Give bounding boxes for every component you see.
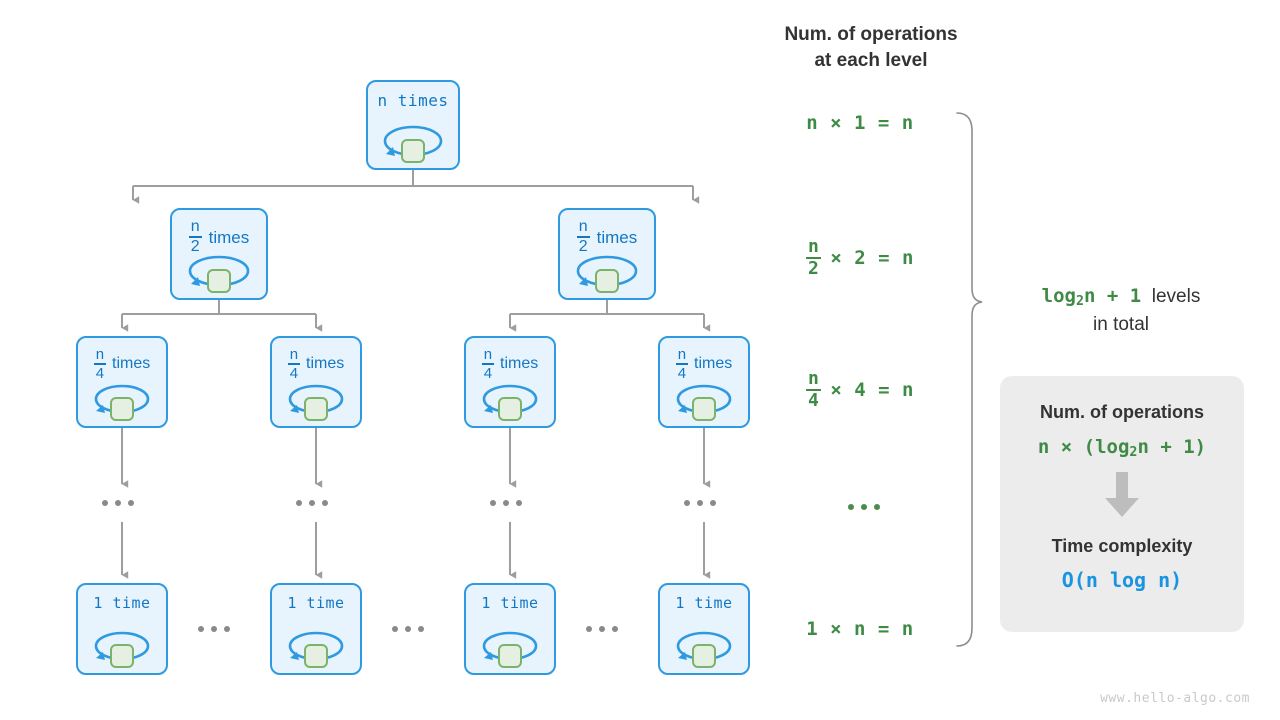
node-label: n 4 times [675, 346, 733, 382]
operations-level-1: n × 1 = n [760, 112, 960, 134]
node-label: n 4 times [93, 346, 151, 382]
loop-indicator [560, 250, 654, 296]
total-levels-second-line: in total [1093, 313, 1149, 335]
leaf-ellipsis-3 [586, 626, 618, 632]
node-label: n 2 times [576, 218, 638, 255]
summary-complexity-heading: Time complexity [1051, 536, 1193, 556]
summary-card: Num. of operations n × (log2n + 1) Time … [1000, 376, 1244, 632]
vertical-ellipsis-1 [102, 500, 134, 506]
total-levels-note: log2n + 1 levels in total [1004, 283, 1238, 338]
node-label: 1 time [287, 594, 345, 612]
operations-level-1-text: n × 1 = n [806, 112, 914, 134]
loop-indicator [466, 378, 554, 424]
operations-level-last: 1 × n = n [760, 618, 960, 640]
leaf-ellipsis-1 [198, 626, 230, 632]
loop-indicator [78, 378, 166, 424]
tree-node-level3-2[interactable]: n 4 times [270, 336, 362, 428]
tree-node-level2-left[interactable]: n 2 times [170, 208, 268, 300]
operations-title-line-2: at each level [814, 49, 928, 71]
operations-level-2-rest: × 2 = n [830, 247, 914, 269]
tree-node-root[interactable]: n times [366, 80, 460, 170]
loop-indicator [272, 625, 360, 671]
tree-node-level3-4[interactable]: n 4 times [658, 336, 750, 428]
tree-node-level4-1[interactable]: 1 time [76, 583, 168, 675]
operations-level-3-denominator: 4 [806, 389, 822, 411]
node-label: n 4 times [481, 346, 539, 382]
loop-indicator [272, 378, 360, 424]
total-levels-formula: log2n + 1 [1041, 285, 1142, 309]
loop-indicator [172, 250, 266, 296]
node-label: n 4 times [287, 346, 345, 382]
node-label: n times [377, 91, 449, 110]
operations-level-last-text: 1 × n = n [806, 618, 914, 640]
loop-indicator [660, 625, 748, 671]
tree-node-level3-3[interactable]: n 4 times [464, 336, 556, 428]
tree-node-level4-2[interactable]: 1 time [270, 583, 362, 675]
operations-level-3: n 4 × 4 = n [760, 370, 960, 410]
operations-level-2: n 2 × 2 = n [760, 238, 960, 278]
loop-indicator [660, 378, 748, 424]
node-label: 1 time [93, 594, 151, 612]
watermark: www.hello-algo.com [1100, 691, 1250, 706]
node-label: n 2 times [188, 218, 250, 255]
summary-complexity-result: O(n log n) [1061, 568, 1183, 592]
loop-indicator [466, 625, 554, 671]
loop-indicator [368, 120, 458, 166]
vertical-ellipsis-2 [296, 500, 328, 506]
tree-node-level2-right[interactable]: n 2 times [558, 208, 656, 300]
total-levels-word: levels [1151, 286, 1201, 307]
leaf-ellipsis-2 [392, 626, 424, 632]
operations-ellipsis [848, 504, 880, 510]
tree-node-level4-4[interactable]: 1 time [658, 583, 750, 675]
loop-indicator [78, 625, 166, 671]
levels-brace [956, 112, 983, 647]
vertical-ellipsis-4 [684, 500, 716, 506]
operations-level-2-denominator: 2 [806, 257, 822, 279]
tree-node-level4-3[interactable]: 1 time [464, 583, 556, 675]
vertical-ellipsis-3 [490, 500, 522, 506]
tree-node-level3-1[interactable]: n 4 times [76, 336, 168, 428]
node-label: 1 time [481, 594, 539, 612]
summary-operations-formula: n × (log2n + 1) [1037, 436, 1207, 460]
down-arrow-icon [1103, 472, 1141, 523]
operations-title-line-1: Num. of operations [784, 24, 958, 45]
summary-operations-heading: Num. of operations [1039, 402, 1204, 422]
node-label: 1 time [675, 594, 733, 612]
operations-level-3-numerator: n [808, 368, 820, 389]
operations-level-2-numerator: n [808, 236, 820, 257]
operations-level-3-rest: × 4 = n [830, 379, 914, 401]
operations-column-title: Num. of operations at each level [758, 22, 984, 73]
